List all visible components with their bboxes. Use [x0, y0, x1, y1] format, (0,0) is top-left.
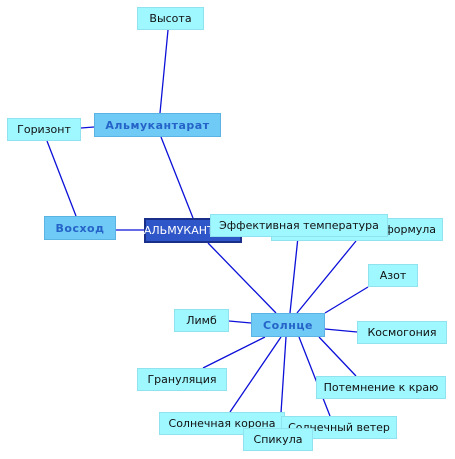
edge-gorizont-to-almukantarat: [80, 126, 95, 129]
node-label: Солнечный ветер: [288, 421, 390, 434]
node-label: Спикула: [253, 433, 303, 446]
node-almukantarat-hub[interactable]: Альмукантарат: [94, 113, 221, 137]
node-label: Космогония: [367, 326, 437, 339]
node-label: Восход: [55, 221, 105, 235]
node-voskhod-hub[interactable]: Восход: [44, 216, 116, 240]
node-azot[interactable]: Азот: [368, 264, 418, 287]
edge-limb-to-solntse: [228, 320, 252, 324]
node-label: Альмукантарат: [105, 118, 210, 132]
node-granulyatsiya[interactable]: Грануляция: [137, 368, 227, 391]
edge-almukantarat-to-center: [160, 136, 194, 219]
node-label: Горизонт: [17, 123, 71, 136]
node-vysota[interactable]: Высота: [137, 7, 204, 30]
node-label: Эффективная температура: [219, 219, 379, 232]
node-gorizont[interactable]: Горизонт: [7, 118, 81, 141]
node-spikula[interactable]: Спикула: [243, 428, 313, 451]
node-limb[interactable]: Лимб: [174, 309, 229, 332]
node-label: Грануляция: [147, 373, 217, 386]
edge-gorizont-to-voskhod: [46, 140, 77, 217]
node-potemnenie-k-krayu[interactable]: Потемнение к краю: [316, 376, 446, 399]
node-label: Высота: [149, 12, 192, 25]
edge-vysota-to-almukantarat: [159, 29, 169, 114]
edge-center-to-solntse: [207, 242, 277, 314]
edge-azot-to-solntse: [324, 286, 369, 314]
node-label: Солнечная корона: [168, 417, 276, 430]
node-solntse-hub[interactable]: Солнце: [251, 313, 325, 337]
node-label: Солнце: [263, 318, 313, 332]
edge-barometricheskaya-to-solntse: [296, 240, 357, 314]
edge-solnechny-veter-to-solntse: [298, 336, 331, 417]
node-label: Азот: [379, 269, 407, 282]
node-kosmogoniya[interactable]: Космогония: [357, 321, 447, 344]
node-effektivnaya-temperatura[interactable]: Эффективная температура: [210, 214, 388, 237]
edge-kosmogoniya-to-solntse: [324, 328, 358, 333]
edge-effektivnaya-to-solntse: [289, 236, 299, 314]
edge-potemnenie-to-solntse: [318, 336, 357, 377]
node-label: Лимб: [186, 314, 217, 327]
node-label: Потемнение к краю: [323, 381, 439, 394]
edge-granulyatsiya-to-solntse: [202, 336, 266, 369]
edge-solnechnaya-korona-to-solntse: [229, 336, 282, 413]
